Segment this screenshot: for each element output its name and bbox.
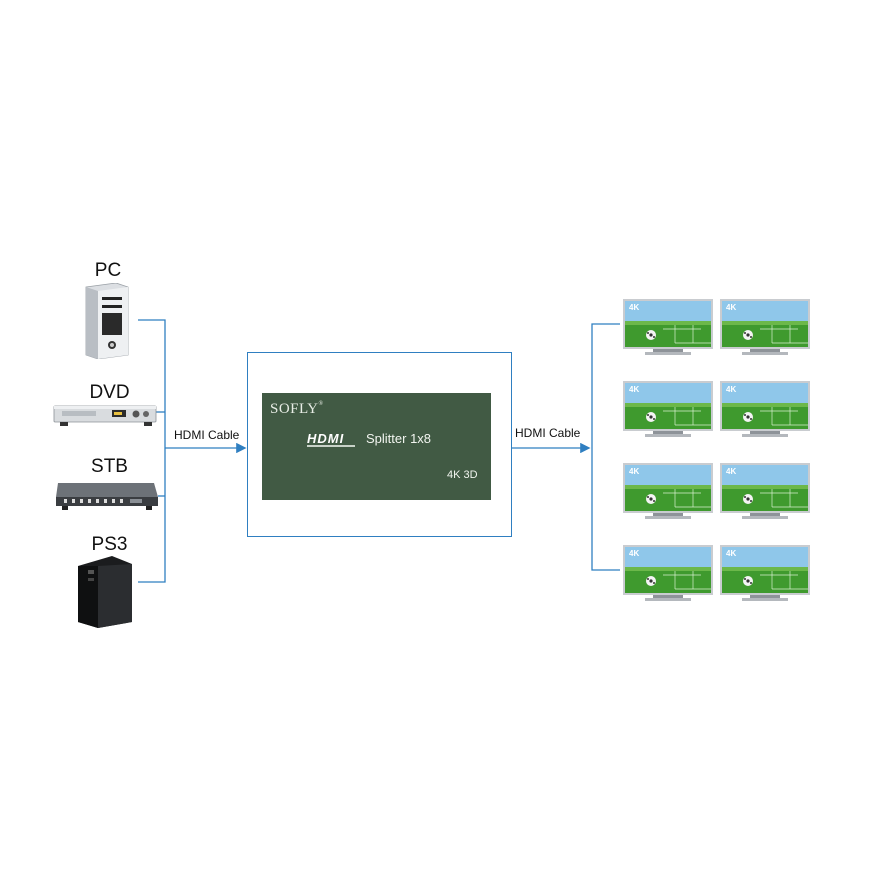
hdmi-logo-underline	[307, 445, 355, 447]
tv-4k-badge: 4K	[629, 385, 639, 394]
output-bracket-line	[591, 323, 620, 571]
source-label-pc: PC	[94, 260, 122, 281]
tv-display-icon: 4K	[623, 463, 713, 519]
tv-display-icon: 4K	[623, 545, 713, 601]
dvd-player-icon	[53, 405, 157, 426]
brand-logo: SOFLY®	[270, 401, 324, 417]
tv-display-icon: 4K	[623, 381, 713, 437]
tv-4k-badge: 4K	[726, 549, 736, 558]
product-name: Splitter 1x8	[366, 431, 432, 446]
input-bracket-line	[138, 319, 166, 583]
hdmi-logo: HDMI	[307, 431, 345, 446]
splitter-frame	[247, 352, 512, 537]
source-label-dvd: DVD	[89, 382, 130, 403]
tv-display-icon: 4K	[720, 381, 810, 437]
tv-4k-badge: 4K	[629, 549, 639, 558]
pc-tower-icon	[85, 283, 129, 359]
output-cable-label: HDMI Cable	[515, 426, 581, 440]
input-cable-label: HDMI Cable	[174, 428, 240, 442]
splitter-device: SOFLY® HDMI Splitter 1x8 4K 3D	[262, 393, 491, 500]
tv-display-icon: 4K	[720, 463, 810, 519]
ps3-console-icon	[78, 556, 132, 628]
product-spec: 4K 3D	[447, 469, 478, 481]
tv-4k-badge: 4K	[629, 467, 639, 476]
tv-4k-badge: 4K	[726, 385, 736, 394]
tv-4k-badge: 4K	[726, 303, 736, 312]
tv-display-icon: 4K	[720, 545, 810, 601]
source-label-stb: STB	[91, 456, 128, 477]
tv-4k-badge: 4K	[629, 303, 639, 312]
set-top-box-icon	[56, 483, 158, 510]
tv-4k-badge: 4K	[726, 467, 736, 476]
source-label-ps3: PS3	[91, 534, 128, 555]
tv-display-icon: 4K	[720, 299, 810, 355]
tv-display-icon: 4K	[623, 299, 713, 355]
